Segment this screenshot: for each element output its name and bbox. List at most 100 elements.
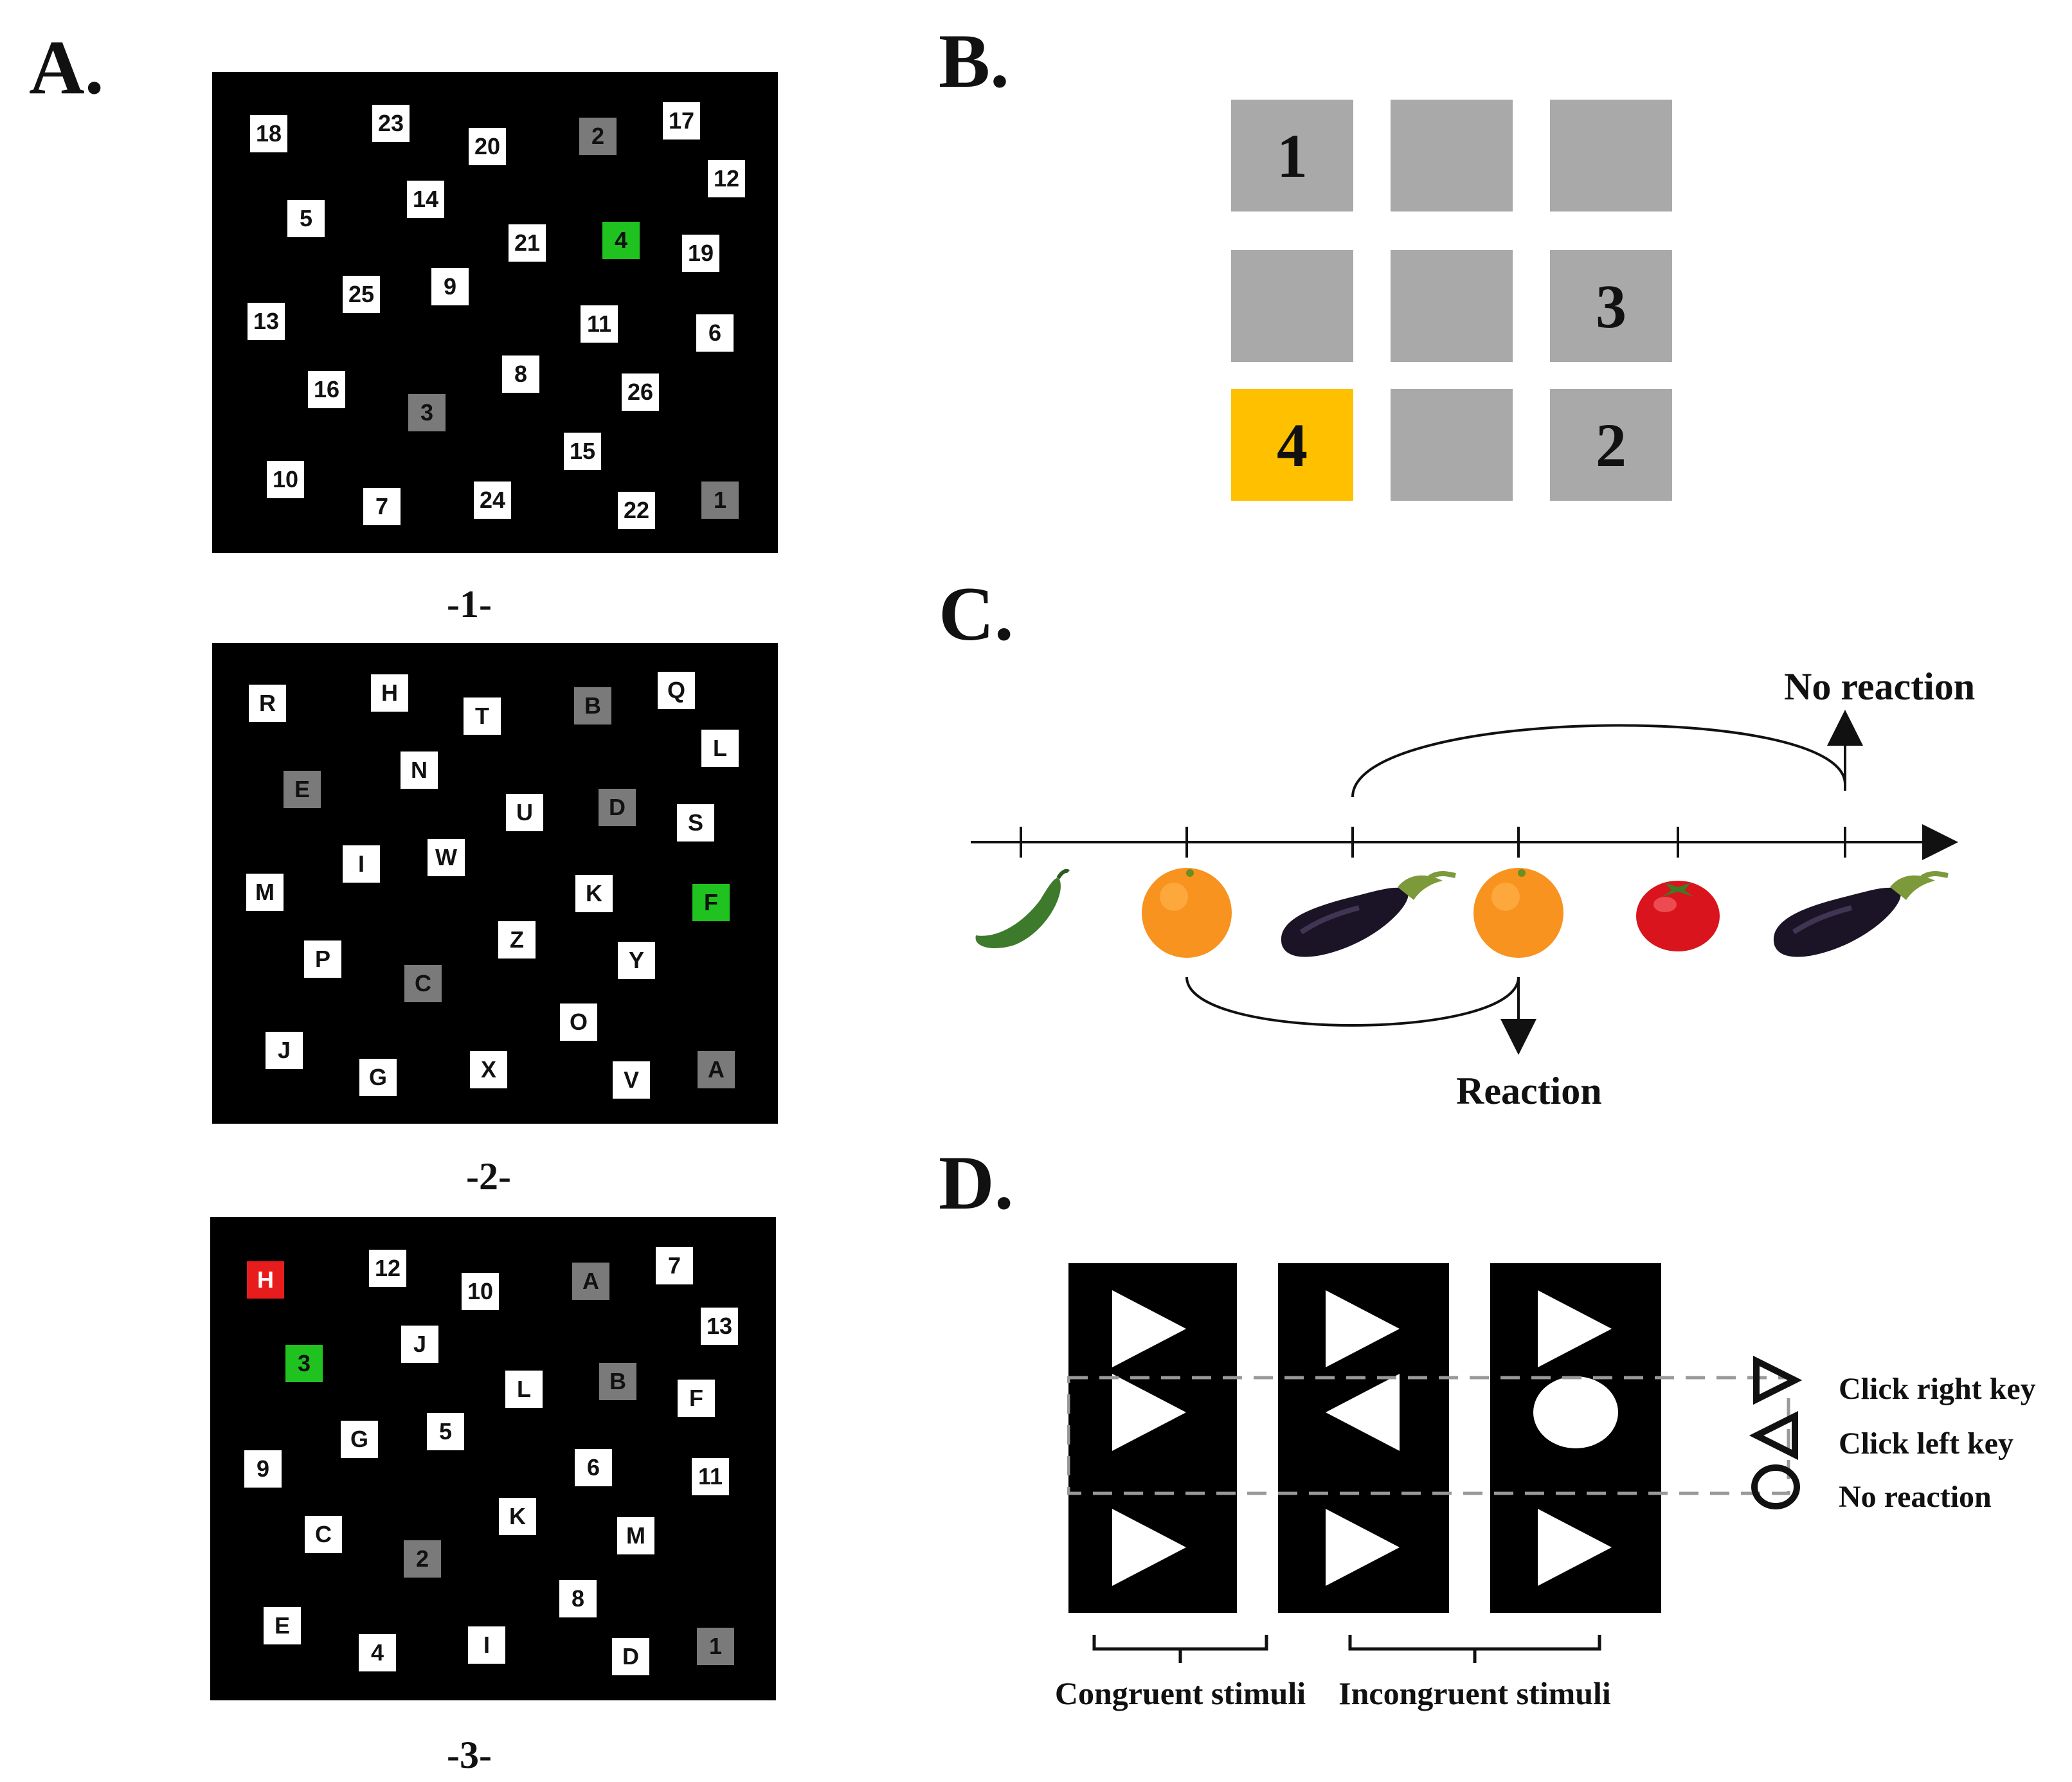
grid-tile: 9 bbox=[244, 1450, 282, 1488]
legend-right-key: Click right key bbox=[1839, 1372, 2036, 1406]
grid-tile: B bbox=[574, 687, 611, 724]
grid-caption-1: -1- bbox=[447, 583, 492, 626]
spatial-grid-cell bbox=[1391, 250, 1513, 362]
target-row-highlight bbox=[1067, 1376, 1790, 1495]
grid-tile: J bbox=[401, 1326, 438, 1363]
grid-tile: G bbox=[341, 1421, 378, 1458]
grid-tile: 2 bbox=[404, 1540, 441, 1578]
grid-caption-2: -2- bbox=[466, 1155, 511, 1198]
grid-tile: H bbox=[371, 674, 408, 712]
orange-icon bbox=[1473, 868, 1563, 958]
incongruent-bracket bbox=[1348, 1635, 1601, 1651]
grid-tile: W bbox=[428, 839, 465, 876]
legend-left-triangle-icon bbox=[1749, 1410, 1798, 1461]
grid-tile: 4 bbox=[359, 1634, 396, 1671]
legend-right-triangle-icon bbox=[1753, 1355, 1803, 1405]
right-triangle-icon bbox=[1538, 1290, 1612, 1367]
grid-tile: 26 bbox=[622, 374, 659, 411]
grid-tile: T bbox=[464, 698, 501, 735]
eggplant-icon bbox=[1773, 871, 1949, 957]
grid-tile: 16 bbox=[308, 371, 345, 408]
grid-tile: I bbox=[343, 845, 380, 883]
grid-tile: I bbox=[468, 1626, 505, 1664]
left-triangle-icon bbox=[1326, 1374, 1400, 1451]
flanker-panel: Click right key Click left key No reacti… bbox=[1055, 1263, 2070, 1720]
right-triangle-icon bbox=[1112, 1374, 1186, 1451]
grid-tile: 25 bbox=[343, 276, 380, 313]
grid-tile: N bbox=[401, 752, 438, 789]
grid-tile: A bbox=[698, 1051, 735, 1088]
grid-tile: F bbox=[692, 884, 730, 921]
grid-tile: 17 bbox=[663, 102, 700, 140]
grid-tile: E bbox=[284, 771, 321, 808]
grid-tile: S bbox=[677, 804, 714, 842]
grid-tile: R bbox=[249, 685, 286, 722]
orange-icon bbox=[1142, 868, 1232, 958]
grid-tile: 1 bbox=[701, 482, 739, 519]
grid-tile: 23 bbox=[372, 105, 410, 142]
grid-tile: 4 bbox=[602, 222, 640, 259]
grid-tile: U bbox=[506, 794, 543, 831]
grid-tile: K bbox=[499, 1498, 536, 1535]
grid-tile: 20 bbox=[469, 128, 506, 165]
reaction-arc bbox=[1185, 977, 1520, 1027]
grid-tile: 21 bbox=[509, 224, 546, 262]
grid-tile: Z bbox=[498, 921, 536, 959]
grid-tile: Y bbox=[618, 942, 655, 979]
grid-tile: 9 bbox=[431, 268, 469, 305]
grid-tile: P bbox=[304, 941, 341, 978]
grid-tile: D bbox=[612, 1638, 649, 1675]
grid-tile: 12 bbox=[369, 1250, 406, 1287]
grid-tile: C bbox=[404, 965, 442, 1002]
spatial-grid-cell: 1 bbox=[1231, 100, 1353, 212]
grid-tile: 5 bbox=[287, 200, 325, 237]
grid-tile: H bbox=[247, 1261, 284, 1299]
right-triangle-icon bbox=[1538, 1509, 1612, 1586]
grid-tile: 1 bbox=[697, 1628, 734, 1665]
grid-tile: M bbox=[617, 1517, 654, 1554]
grid-tile: D bbox=[599, 789, 636, 826]
flanker-stimuli bbox=[1067, 1263, 1803, 1663]
right-triangle-icon bbox=[1112, 1509, 1186, 1586]
tomato-icon bbox=[1636, 881, 1720, 951]
grid-tile: C bbox=[305, 1516, 342, 1553]
grid-tile: 24 bbox=[474, 482, 511, 519]
legend-left-key: Click left key bbox=[1839, 1426, 2013, 1461]
panel-label-c: C. bbox=[939, 571, 1014, 656]
grid-tile: 11 bbox=[581, 305, 618, 343]
grid-tile: 8 bbox=[502, 356, 539, 393]
grid-tile: 3 bbox=[408, 394, 446, 431]
spatial-grid-cell: 4 bbox=[1231, 389, 1353, 501]
grid-tile: 10 bbox=[267, 461, 304, 498]
grid-tile: 18 bbox=[250, 115, 287, 152]
grid-tile: M bbox=[246, 874, 284, 911]
grid-tile: E bbox=[264, 1607, 301, 1644]
grid-tile: 6 bbox=[696, 314, 734, 352]
nback-timeline bbox=[971, 710, 1958, 1055]
grid-tile: 14 bbox=[407, 181, 444, 218]
right-triangle-icon bbox=[1112, 1290, 1186, 1367]
grid-tile: 19 bbox=[682, 235, 719, 272]
no-reaction-arc bbox=[1351, 724, 1846, 798]
grid-tile: 3 bbox=[285, 1345, 323, 1382]
grid-tile: 7 bbox=[656, 1247, 693, 1284]
pepper-icon bbox=[975, 869, 1070, 948]
grid-tile: 7 bbox=[363, 488, 401, 525]
grid-tile: 15 bbox=[564, 433, 601, 470]
reaction-label: Reaction bbox=[1456, 1070, 1602, 1112]
spatial-grid-cell bbox=[1550, 100, 1672, 212]
grid-tile: F bbox=[678, 1380, 715, 1417]
eggplant-icon bbox=[1281, 871, 1456, 957]
congruent-label: Congruent stimuli bbox=[1054, 1675, 1306, 1711]
legend-circle-icon bbox=[1751, 1464, 1800, 1509]
spatial-grid-cell: 2 bbox=[1550, 389, 1672, 501]
spatial-grid-cell bbox=[1391, 389, 1513, 501]
grid-tile: 6 bbox=[575, 1449, 612, 1486]
grid-tile: 5 bbox=[427, 1413, 464, 1450]
congruent-bracket bbox=[1092, 1635, 1268, 1651]
grid-caption-3: -3- bbox=[447, 1734, 492, 1776]
grid-tile: X bbox=[470, 1051, 507, 1088]
